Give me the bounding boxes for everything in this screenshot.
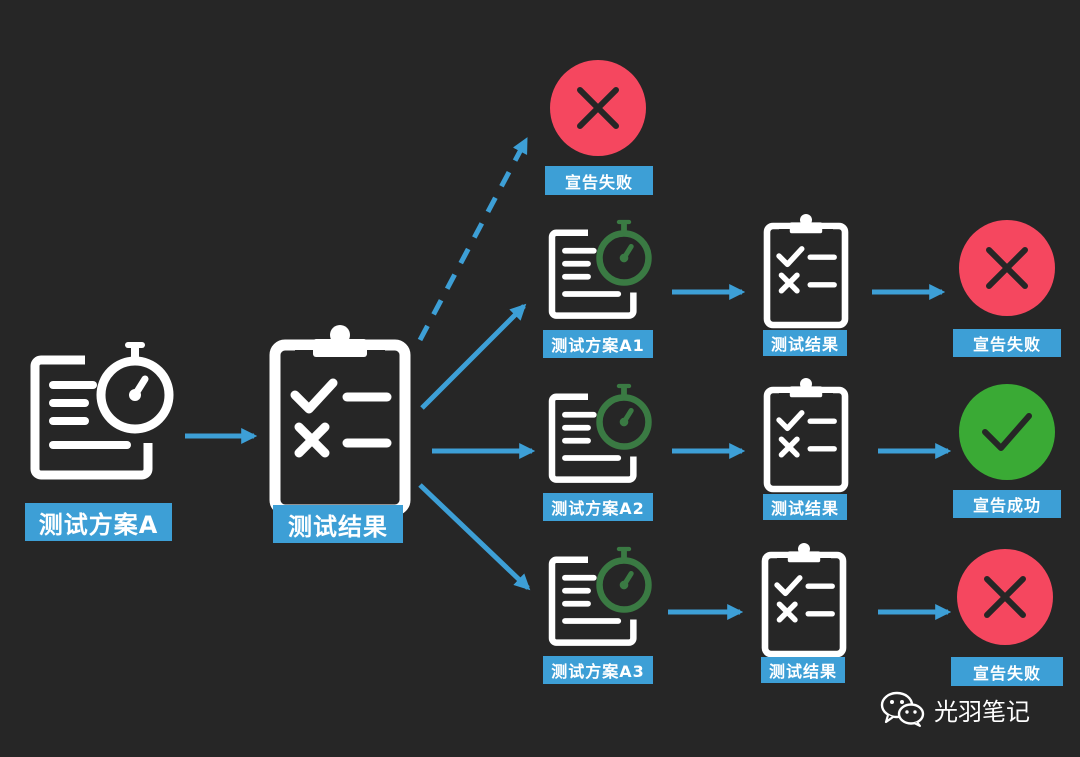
result-1-clipboard-icon bbox=[767, 214, 845, 325]
plan-a1-label: 测试方案A1 bbox=[543, 330, 653, 358]
plan-a-stopwatch-icon bbox=[35, 345, 169, 475]
plan-a2-stopwatch-icon bbox=[552, 386, 648, 480]
outcome-3-label: 宣告失败 bbox=[951, 657, 1063, 686]
outcome-2-success-icon bbox=[959, 384, 1055, 480]
arrow-result-to-fail-dashed bbox=[417, 137, 529, 342]
arrow-result-to-a1 bbox=[420, 303, 527, 410]
result-2-clipboard-icon bbox=[767, 378, 845, 489]
watermark-text: 光羽笔记 bbox=[934, 697, 1030, 726]
plan-a3-label: 测试方案A3 bbox=[543, 656, 653, 684]
result-1-label: 测试结果 bbox=[763, 330, 847, 356]
plan-a3-stopwatch-icon bbox=[552, 549, 648, 643]
arrow-result-to-a3 bbox=[418, 483, 531, 591]
outcome-1-fail-icon bbox=[959, 220, 1055, 316]
result-main-label: 测试结果 bbox=[273, 505, 403, 543]
outcome-3-fail-icon bbox=[957, 549, 1053, 645]
result-3-label: 测试结果 bbox=[761, 657, 845, 683]
result-main-clipboard-icon bbox=[275, 325, 405, 510]
plan-a2-label: 测试方案A2 bbox=[543, 493, 653, 521]
outcome-2-label: 宣告成功 bbox=[953, 490, 1061, 518]
fail-top-icon bbox=[550, 60, 646, 156]
plan-a1-stopwatch-icon bbox=[552, 222, 648, 316]
wechat-icon bbox=[880, 690, 926, 728]
result-3-clipboard-icon bbox=[765, 543, 843, 654]
watermark: 光羽笔记 bbox=[880, 690, 1030, 728]
plan-a-label: 测试方案A bbox=[25, 503, 172, 541]
outcome-1-label: 宣告失败 bbox=[953, 329, 1061, 357]
fail-top-label: 宣告失败 bbox=[545, 166, 653, 195]
result-2-label: 测试结果 bbox=[763, 494, 847, 520]
